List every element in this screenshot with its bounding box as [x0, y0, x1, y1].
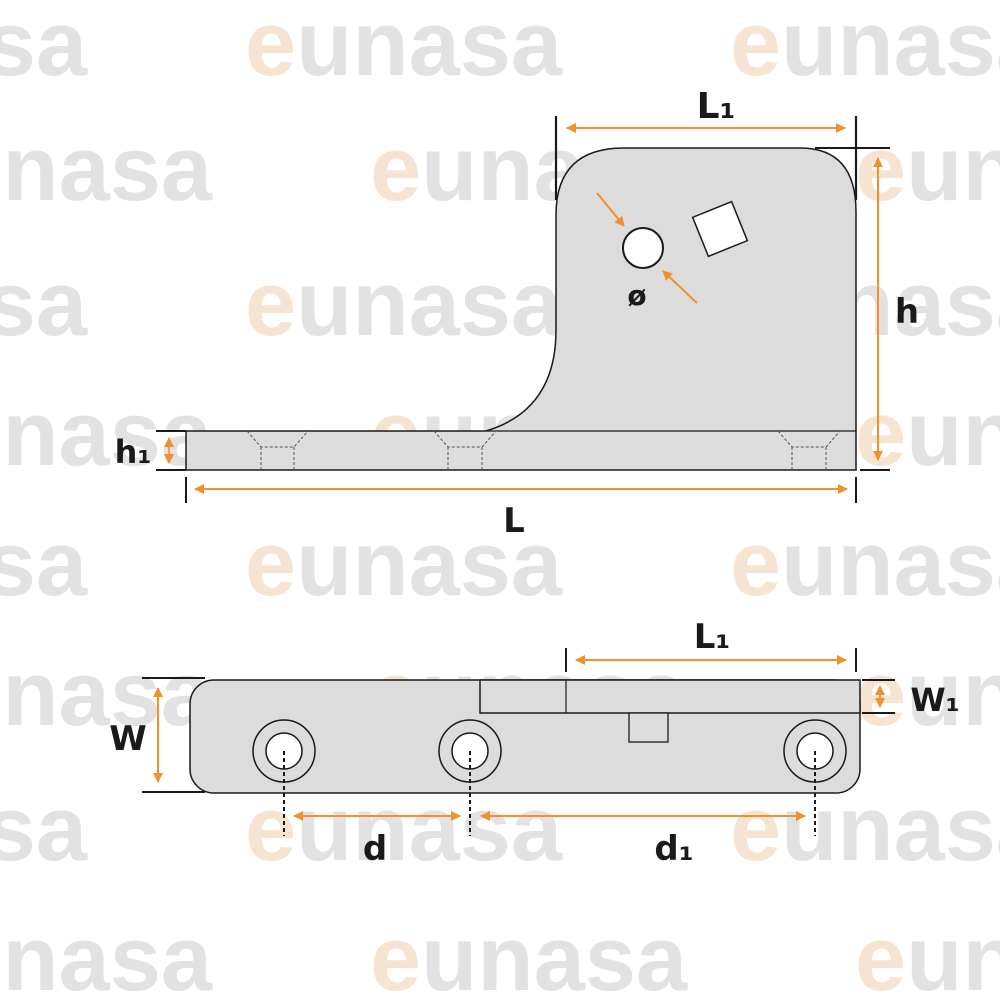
watermark-logo: eunasa [0, 0, 88, 95]
watermark-logo: eunasa [855, 643, 1000, 745]
top-view: d d₁ L₁ W W₁ [109, 617, 959, 869]
watermark-logo: eunasa [730, 778, 1000, 880]
dimension-label-L1-top: L₁ [694, 617, 731, 657]
watermark-logo: eunasa [0, 118, 213, 220]
diameter-arrow [662, 270, 698, 304]
watermark-logo: eunasa [730, 513, 1000, 615]
watermark-logo: eunasa [855, 908, 1000, 1000]
dimension-label-W1: W₁ [910, 681, 959, 719]
watermark-logo: eunasa [0, 513, 88, 615]
watermark-logo: eunasa [855, 118, 1000, 220]
hinge-tab [628, 712, 669, 743]
square-hole [691, 200, 749, 258]
dimension-label-h1: h₁ [115, 433, 152, 471]
watermark-logo: eunasa [0, 383, 213, 485]
dimension-label-d1: d₁ [654, 829, 693, 869]
countersunk-hole [433, 430, 497, 470]
watermark-logo: eunasa [370, 908, 688, 1000]
dimension-label-L: L [503, 501, 525, 541]
pin-hole [622, 227, 664, 269]
countersunk-hole [777, 430, 841, 470]
watermark-logo: eunasa [855, 383, 1000, 485]
dimension-label-d: d [363, 829, 387, 869]
dimension-label-W: W [109, 719, 147, 759]
watermark-logo: eunasa [0, 778, 88, 880]
countersunk-hole [246, 430, 309, 470]
dimension-label-h: h [895, 292, 919, 332]
hinge-plate-side [185, 147, 857, 471]
dimension-label-L1: L₁ [697, 86, 736, 127]
watermark-logo: eunasa [730, 0, 1000, 95]
watermark-logo: eunasa [245, 513, 563, 615]
watermark-logo: eunasa [245, 778, 563, 880]
watermark-logo: eunasa [245, 0, 563, 95]
hinge-leaf-strip [479, 679, 861, 714]
diameter-label: ø [627, 279, 646, 312]
watermark-logo: eunasa [0, 908, 213, 1000]
watermark-logo: eunasa [245, 253, 563, 355]
watermark-logo: eunasa [0, 253, 88, 355]
diameter-arrow [596, 192, 625, 227]
side-view: ø L₁ h h₁ L [115, 86, 920, 541]
watermark-logo: eunasa [0, 643, 213, 745]
